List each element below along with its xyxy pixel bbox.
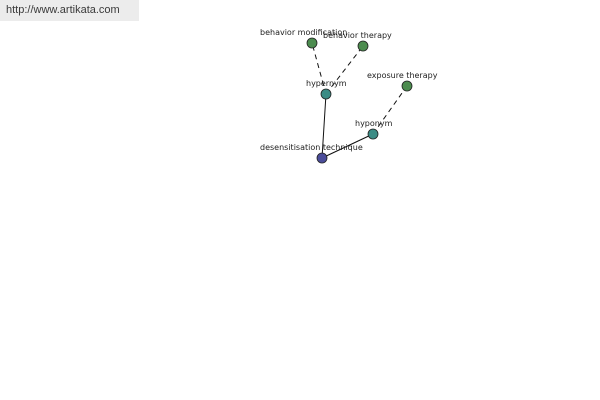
behavior-modification-node[interactable] (306, 37, 318, 49)
root-node[interactable] (316, 152, 328, 164)
edge-hyponym-exposure-therapy (372, 85, 408, 135)
behavior-therapy-node[interactable] (357, 40, 369, 52)
root-label: desensitisation technique (260, 143, 363, 152)
hypernym-label: hypernym (306, 79, 347, 88)
edge-root-hypernym (321, 93, 327, 159)
source-link[interactable]: http://www.artikata.com (6, 4, 120, 16)
source-banner: http://www.artikata.com (0, 0, 139, 21)
exposure-therapy-label: exposure therapy (367, 71, 438, 80)
behavior-therapy-label: behavior therapy (323, 31, 392, 40)
hypernym-node[interactable] (320, 88, 332, 100)
edge-root-hyponym (321, 133, 374, 159)
hyponym-node[interactable] (367, 128, 379, 140)
hyponym-label: hyponym (355, 119, 393, 128)
edge-hypernym-behavior-therapy (325, 45, 364, 95)
behavior-modification-label: behavior modification (260, 28, 347, 37)
exposure-therapy-node[interactable] (401, 80, 413, 92)
